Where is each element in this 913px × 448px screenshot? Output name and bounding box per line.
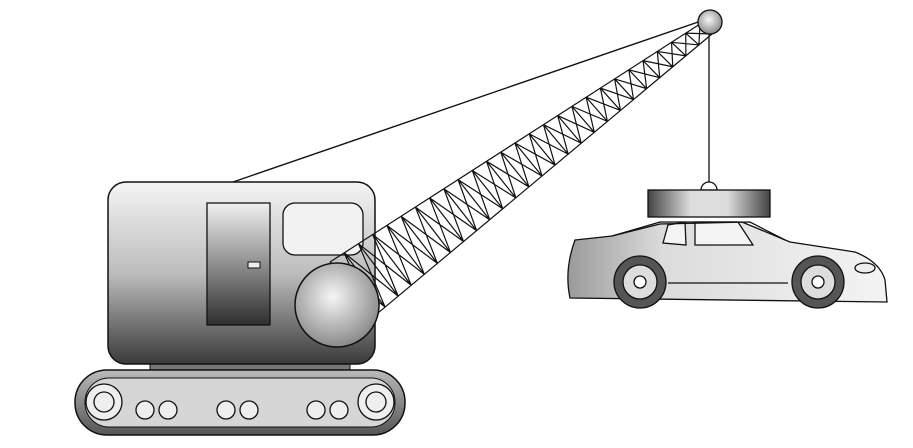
cab-door [206, 202, 271, 326]
boom-tip-pulley [697, 9, 723, 35]
door-handle [247, 261, 261, 269]
cab-window [282, 202, 364, 256]
boom-pivot [294, 262, 380, 348]
support-cable [232, 19, 705, 183]
car-wheel [791, 255, 845, 309]
electromagnet [647, 189, 771, 218]
magnet-hook [700, 181, 718, 191]
race-car [567, 221, 888, 309]
crawler-tracks [74, 361, 406, 436]
car-wheel [613, 255, 667, 309]
